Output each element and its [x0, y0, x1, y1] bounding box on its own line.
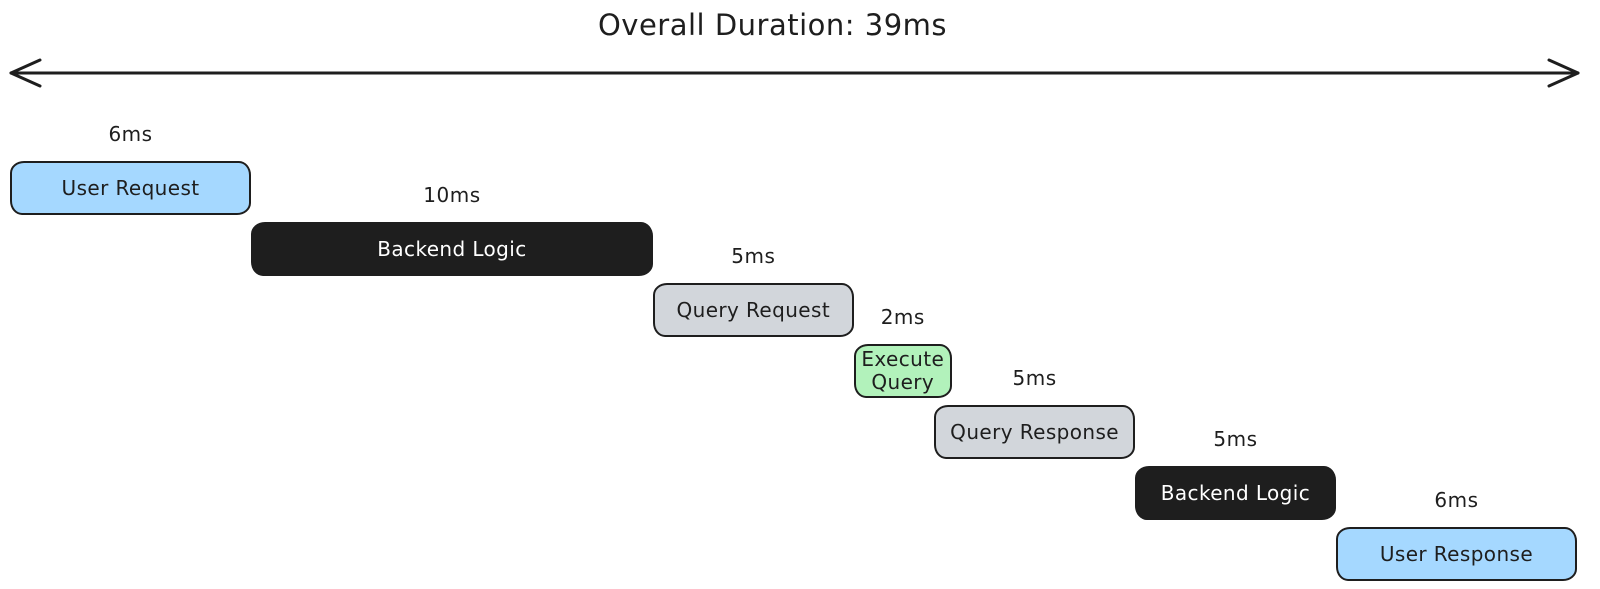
page-title: Overall Duration: 39ms [597, 8, 948, 42]
segment-duration-label: 5ms [1213, 427, 1258, 451]
segment-label: User Request [61, 175, 200, 200]
segment-query-request: 5ms Query Request [652, 244, 854, 337]
arrowhead-right-icon [1547, 58, 1580, 88]
segment-duration-label: 6ms [1434, 488, 1479, 512]
segment-user-response: 6ms User Response [1335, 488, 1577, 581]
segment-duration-label: 5ms [731, 244, 776, 268]
segment-box: User Response [1335, 527, 1577, 581]
segment-duration-label: 2ms [880, 305, 925, 329]
segment-box: Backend Logic [1135, 466, 1336, 520]
segment-box: Execute Query [853, 344, 952, 398]
segment-backend-logic-1: 10ms Backend Logic [251, 183, 653, 276]
segment-label: Execute Query [861, 347, 945, 394]
segment-label: Backend Logic [1160, 480, 1311, 505]
segment-duration-label: 10ms [423, 183, 481, 207]
segment-label: Query Request [676, 297, 831, 322]
segment-duration-label: 6ms [108, 122, 153, 146]
segment-label: User Response [1379, 541, 1534, 566]
segment-box: Backend Logic [251, 222, 653, 276]
segment-box: Query Response [934, 405, 1136, 459]
segment-execute-query: 2ms Execute Query [853, 305, 952, 398]
segment-box: User Request [10, 161, 252, 215]
overall-duration-arrow [9, 58, 1580, 88]
segment-label: Query Response [950, 419, 1119, 444]
segment-query-response: 5ms Query Response [934, 366, 1136, 459]
segment-box: Query Request [652, 283, 854, 337]
segment-duration-label: 5ms [1012, 366, 1057, 390]
segment-label: Backend Logic [377, 236, 527, 261]
segment-backend-logic-2: 5ms Backend Logic [1135, 427, 1336, 520]
segment-user-request: 6ms User Request [10, 122, 252, 215]
